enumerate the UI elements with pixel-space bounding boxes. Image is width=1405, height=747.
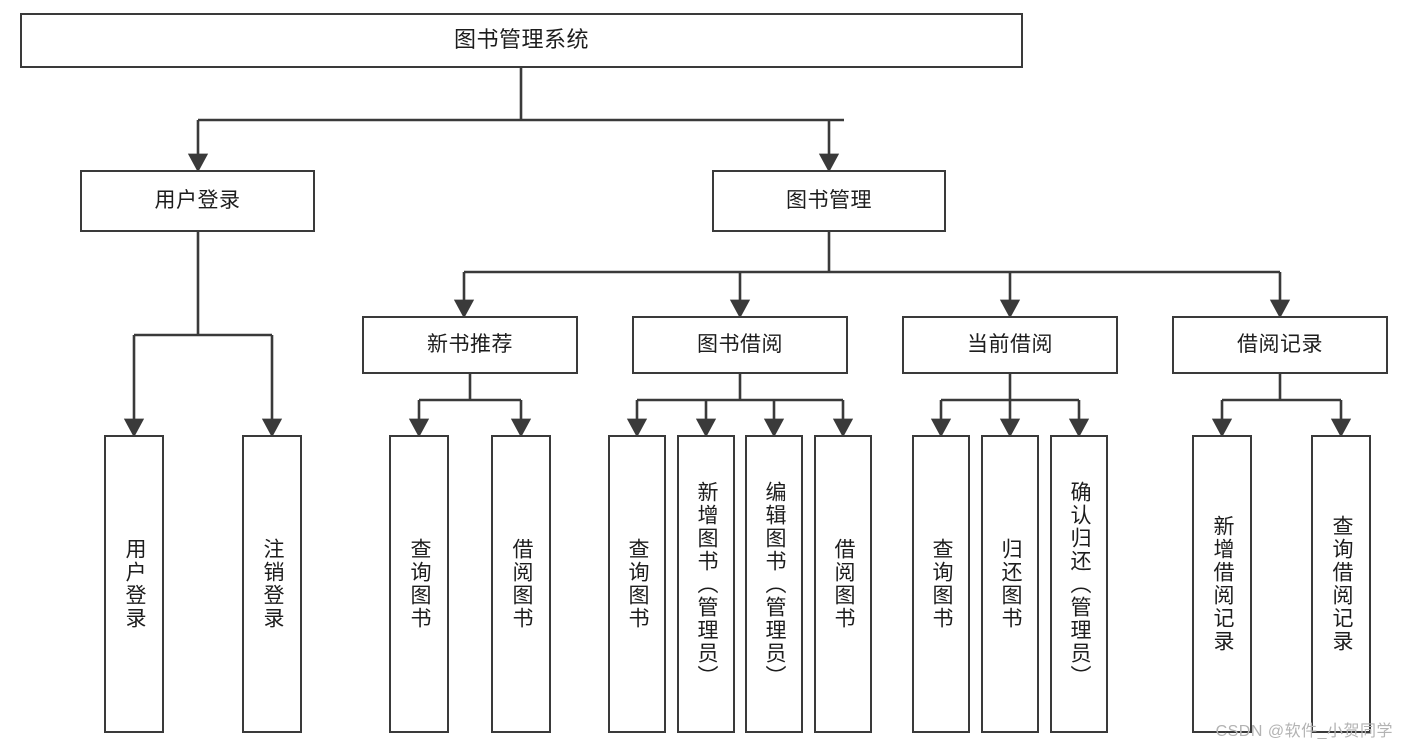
node-root-book-management-system[interactable]: 图书管理系统 xyxy=(20,13,1023,68)
leaf-current-borrow-return[interactable]: 归还图书 xyxy=(981,435,1039,733)
node-current-borrow[interactable]: 当前借阅 xyxy=(902,316,1118,374)
node-label: 借阅记录 xyxy=(1237,333,1323,357)
node-label: 用户登录 xyxy=(154,189,241,213)
leaf-user-login-login[interactable]: 用户登录 xyxy=(104,435,164,733)
node-label: 图书借阅 xyxy=(697,333,783,357)
node-label: 图书管理 xyxy=(786,189,872,213)
node-label: 查询借阅记录 xyxy=(1330,515,1354,653)
node-label: 新书推荐 xyxy=(427,333,513,357)
node-user-login[interactable]: 用户登录 xyxy=(80,170,315,232)
leaf-book-borrow-add[interactable]: 新增图书（管理员） xyxy=(677,435,735,733)
node-label: 借阅图书 xyxy=(832,538,856,630)
leaf-book-borrow-borrow[interactable]: 借阅图书 xyxy=(814,435,872,733)
node-label: 注销登录 xyxy=(261,538,285,630)
node-book-borrow[interactable]: 图书借阅 xyxy=(632,316,848,374)
leaf-new-book-borrow[interactable]: 借阅图书 xyxy=(491,435,551,733)
leaf-book-borrow-edit[interactable]: 编辑图书（管理员） xyxy=(745,435,803,733)
leaf-book-borrow-query[interactable]: 查询图书 xyxy=(608,435,666,733)
node-book-management[interactable]: 图书管理 xyxy=(712,170,946,232)
node-label: 当前借阅 xyxy=(967,333,1053,357)
leaf-user-login-logout[interactable]: 注销登录 xyxy=(242,435,302,733)
node-label: 查询图书 xyxy=(930,538,954,630)
node-borrow-record[interactable]: 借阅记录 xyxy=(1172,316,1388,374)
node-label: 确认归还（管理员） xyxy=(1068,480,1092,688)
leaf-borrow-record-add[interactable]: 新增借阅记录 xyxy=(1192,435,1252,733)
node-label: 归还图书 xyxy=(999,538,1023,630)
node-label: 新增借阅记录 xyxy=(1211,515,1235,653)
node-label: 新增图书（管理员） xyxy=(695,480,719,688)
leaf-borrow-record-query[interactable]: 查询借阅记录 xyxy=(1311,435,1371,733)
node-new-book-recommend[interactable]: 新书推荐 xyxy=(362,316,578,374)
leaf-current-borrow-query[interactable]: 查询图书 xyxy=(912,435,970,733)
node-label: 用户登录 xyxy=(123,538,147,630)
node-label: 图书管理系统 xyxy=(453,27,589,53)
leaf-current-borrow-confirm-return[interactable]: 确认归还（管理员） xyxy=(1050,435,1108,733)
node-label: 借阅图书 xyxy=(510,538,534,630)
leaf-new-book-query[interactable]: 查询图书 xyxy=(389,435,449,733)
node-label: 编辑图书（管理员） xyxy=(763,480,787,688)
node-label: 查询图书 xyxy=(408,538,432,630)
node-label: 查询图书 xyxy=(626,538,650,630)
